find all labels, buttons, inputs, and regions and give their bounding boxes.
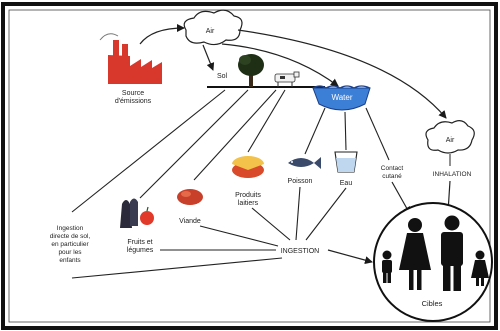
water-icon — [312, 85, 371, 111]
ingestion-sol-label-5: enfants — [59, 257, 81, 264]
tree-to-fruits-line — [139, 89, 249, 199]
air-right-label: Air — [446, 137, 455, 144]
air-to-air-right-arrow — [237, 29, 447, 119]
ingestion-sol-label-2: directe de sol, — [50, 233, 91, 240]
contact-label-2: cutané — [382, 173, 402, 180]
eau-label: Eau — [340, 180, 353, 187]
meat-icon — [177, 189, 203, 205]
ingestion-sol-label-3: en particulier — [51, 241, 89, 248]
cow-to-viande-line — [193, 89, 277, 181]
ingestion-label: INGESTION — [281, 248, 320, 255]
ingestion-to-cibles-arrow — [327, 249, 373, 265]
fruits-vegetables-icon — [120, 198, 154, 228]
cheese-icon — [232, 156, 264, 178]
inhalation-label: INHALATION — [433, 171, 472, 178]
air-top-label: Air — [206, 28, 215, 35]
cibles-circle — [373, 202, 493, 322]
cow-icon — [274, 71, 300, 87]
factory-icon — [99, 33, 162, 84]
air-cloud-right — [425, 120, 475, 154]
viande-to-ingestion-line — [199, 225, 279, 247]
fish-icon — [288, 157, 321, 169]
fruits-label-2: légumes — [127, 247, 154, 254]
eau-to-ingestion-line — [305, 187, 347, 241]
fruits-label-1: Fruits et — [127, 239, 152, 246]
glass-icon — [334, 151, 358, 173]
ingestion-sol-label-4: pour les — [58, 249, 82, 256]
contact-label-1: Contact — [381, 165, 404, 172]
sol-ingestion-to-ingestion-line — [71, 257, 283, 279]
source-label-2: d'émissions — [115, 98, 152, 105]
factory-to-air-arrow — [139, 24, 185, 45]
tree-icon — [238, 54, 264, 87]
water-label: Water — [331, 93, 352, 102]
source-label-1: Source — [122, 90, 144, 97]
water-to-eau-line — [344, 111, 347, 151]
diagram-border-inner — [8, 9, 491, 323]
cibles-label: Cibles — [422, 299, 443, 308]
air-to-sol-arrow — [202, 44, 215, 71]
produits-label-2: laitiers — [238, 200, 259, 207]
air-cloud-top — [183, 9, 243, 46]
poisson-label: Poisson — [288, 178, 313, 185]
viande-label: Viande — [179, 218, 201, 225]
air-to-water-arrow — [221, 43, 339, 87]
water-to-poisson-line — [304, 107, 326, 155]
cow-to-produits-line — [247, 89, 286, 153]
sol-to-ingestion-sol-line — [71, 89, 226, 213]
poisson-to-ingestion-line — [295, 186, 301, 241]
people-icon — [382, 215, 489, 291]
produits-label-1: Produits — [235, 192, 261, 199]
sol-label: Sol — [217, 73, 228, 80]
produits-to-ingestion-line — [251, 207, 291, 241]
ingestion-sol-label-1: Ingestion — [57, 225, 84, 232]
water-to-contact-line — [365, 107, 390, 161]
